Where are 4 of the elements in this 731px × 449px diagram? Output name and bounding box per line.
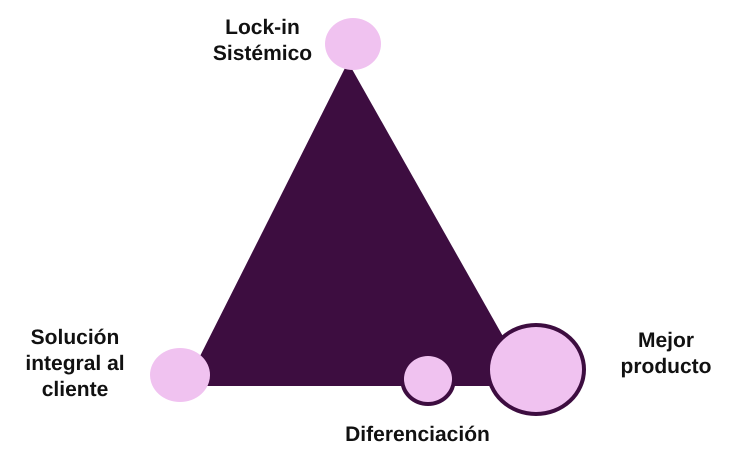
node-label: Solución integral al cliente <box>24 325 126 403</box>
node-label: Lock-in Sistémico <box>212 15 314 67</box>
node-label: Diferenciación <box>344 422 491 448</box>
node-label: Mejor producto <box>620 328 712 380</box>
